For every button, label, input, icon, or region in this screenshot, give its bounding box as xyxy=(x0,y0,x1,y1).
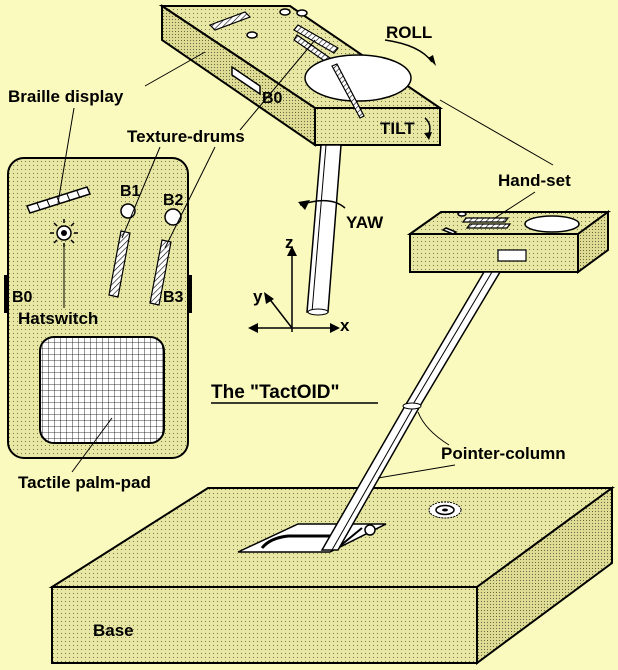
pointer-column xyxy=(320,271,502,551)
pointer-column-pointer-1 xyxy=(417,411,450,446)
b0-side-label: B0 xyxy=(12,289,33,306)
hand-set-pointer-line xyxy=(494,191,536,219)
roll-label: ROLL xyxy=(386,23,432,42)
braille-to-top-line xyxy=(144,51,206,87)
drums-pointer-line-1 xyxy=(121,146,161,239)
b1-label: B1 xyxy=(120,183,141,200)
axis-y-label: y xyxy=(253,287,263,306)
hand-set-to-top-line xyxy=(439,99,554,166)
right-handset xyxy=(406,210,612,274)
b3-label: B3 xyxy=(163,289,184,306)
tactile-palm-pad-label: Tactile palm-pad xyxy=(18,473,151,492)
pointer-column-label: Pointer-column xyxy=(441,444,566,463)
palm-pad-pointer-line xyxy=(71,417,113,473)
braille-display-label: Braille display xyxy=(8,87,124,106)
b2-label: B2 xyxy=(163,192,184,209)
left-handset xyxy=(4,157,192,459)
b0-top-label: B0 xyxy=(262,90,283,107)
drums-to-top-line xyxy=(239,39,316,131)
roll-arrow xyxy=(384,39,433,63)
yaw-label: YAW xyxy=(346,213,384,232)
drums-pointer-line-2 xyxy=(164,146,216,249)
axis-x-label: x xyxy=(340,316,350,335)
axis-z-label: z xyxy=(285,233,294,252)
texture-drums-label: Texture-drums xyxy=(127,127,245,146)
top-column xyxy=(306,144,342,316)
diagram-title: The "TactOID" xyxy=(211,382,340,403)
tilt-label: TILT xyxy=(380,119,415,138)
hand-set-label: Hand-set xyxy=(498,171,571,190)
base-block xyxy=(48,486,616,665)
coordinate-axes xyxy=(248,246,340,333)
base-label: Base xyxy=(93,621,134,640)
braille-pointer-line xyxy=(57,107,75,204)
hatswitch-label: Hatswitch xyxy=(18,309,98,328)
pointer-column-pointer-2 xyxy=(377,464,456,479)
